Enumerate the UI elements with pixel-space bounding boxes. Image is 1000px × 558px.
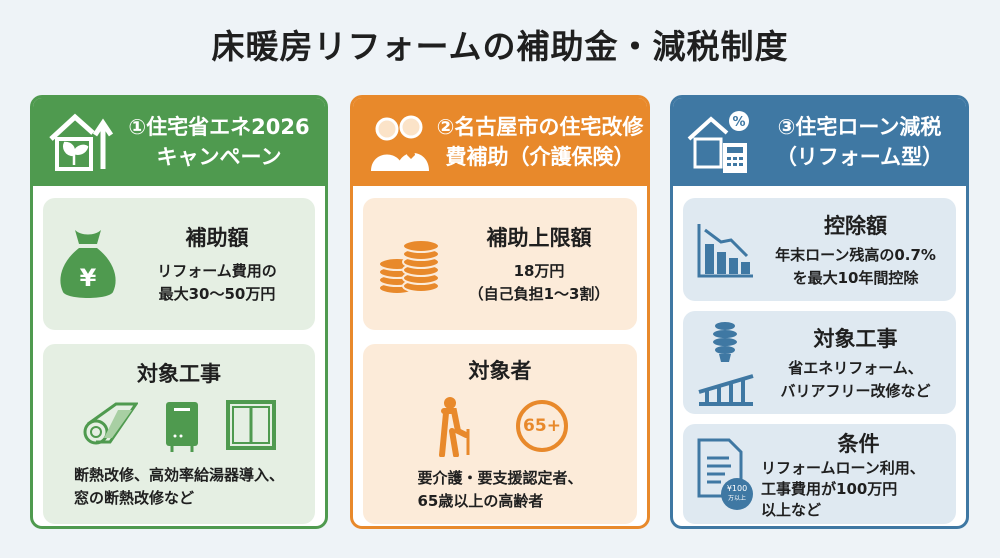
card-loan-tax-reduction: % ③住宅ローン減税 （リフォーム型） 控除額年末ローン残高の0.7% を最大1… <box>670 95 969 529</box>
svg-text:%: % <box>732 115 745 130</box>
card-header: % ③住宅ローン減税 （リフォーム型） <box>673 98 966 186</box>
card-nagoya-subsidy: ②名古屋市の住宅改修 費補助（介護保険） 補助上限額 18万円 （自己負担1〜3割… <box>350 95 650 529</box>
card-header: ②名古屋市の住宅改修 費補助（介護保険） <box>353 98 647 186</box>
house-calculator-icon: % <box>687 111 749 173</box>
box-text: 省エネリフォーム、 バリアフリー改修など <box>780 358 931 400</box>
subsidy-amount-box: ¥ 補助額リフォーム費用の 最大30〜50万円 <box>43 198 315 330</box>
elderly-couple-icon <box>371 115 429 171</box>
card-energy-campaign: ①住宅省エネ2026 キャンペーン ¥ 補助額リフォーム費用の 最大30〜50万… <box>30 95 328 529</box>
card-title: ①住宅省エネ2026 キャンペーン <box>128 115 310 169</box>
card-header: ①住宅省エネ2026 キャンペーン <box>33 98 325 186</box>
target-work-box: 対象工事 断熱改修、高効率給湯器導入、 窓の断熱改修など <box>43 344 315 524</box>
window-icon <box>226 400 276 450</box>
box-heading: 条件 <box>837 431 880 456</box>
box-heading: 控除額 <box>824 213 887 238</box>
age-65-badge-icon: 65+ <box>516 400 568 452</box>
bulb-ramp-icon <box>698 321 754 406</box>
card-title: ②名古屋市の住宅改修 費補助（介護保険） <box>436 115 644 169</box>
deduction-amount-box: 控除額年末ローン残高の0.7% を最大10年間控除 <box>683 198 956 301</box>
coin-stack-icon <box>378 239 440 295</box>
box-text: 要介護・要支援認定者、 65歳以上の高齢者 <box>417 469 583 510</box>
box-text: 年末ローン残高の0.7% を最大10年間控除 <box>775 245 936 287</box>
page-title: 床暖房リフォームの補助金・減税制度 <box>211 27 789 66</box>
money-bag-yen-icon: ¥ <box>60 230 116 298</box>
badge-sub: 万以上 <box>727 495 746 502</box>
box-text: 断熱改修、高効率給湯器導入、 窓の断熱改修など <box>73 466 284 507</box>
water-heater-icon <box>166 402 198 452</box>
box-heading: 対象者 <box>468 359 532 383</box>
svg-text:¥: ¥ <box>80 264 97 292</box>
card-title: ③住宅ローン減税 （リフォーム型） <box>775 115 944 169</box>
eligible-persons-box: 対象者 65+ 要介護・要支援認定者、 65歳以上の高齢者 <box>363 344 637 524</box>
box-text: 18万円 （自己負担1〜3割） <box>468 262 610 303</box>
house-leaf-arrow-icon <box>49 113 113 171</box>
subsidy-limit-box: 補助上限額 18万円 （自己負担1〜3割） <box>363 198 637 330</box>
declining-chart-icon <box>697 223 753 277</box>
box-text: リフォームローン利用、 工事費用が100万円 以上など <box>761 458 925 519</box>
box-heading: 補助上限額 <box>486 226 592 250</box>
conditions-box: ¥100 万以上 条件リフォームローン利用、 工事費用が100万円 以上など <box>683 424 956 524</box>
box-text: リフォーム費用の 最大30〜50万円 <box>157 262 277 303</box>
box-heading: 対象工事 <box>137 362 221 386</box>
box-heading: 対象工事 <box>813 326 898 351</box>
badge-amount: ¥100 <box>726 484 748 493</box>
document-100-icon: ¥100 万以上 <box>697 438 753 510</box>
box-heading: 補助額 <box>185 226 249 250</box>
insulation-roll-icon <box>83 402 138 445</box>
target-work-box: 対象工事省エネリフォーム、 バリアフリー改修など <box>683 311 956 414</box>
elderly-cane-icon <box>439 397 470 457</box>
